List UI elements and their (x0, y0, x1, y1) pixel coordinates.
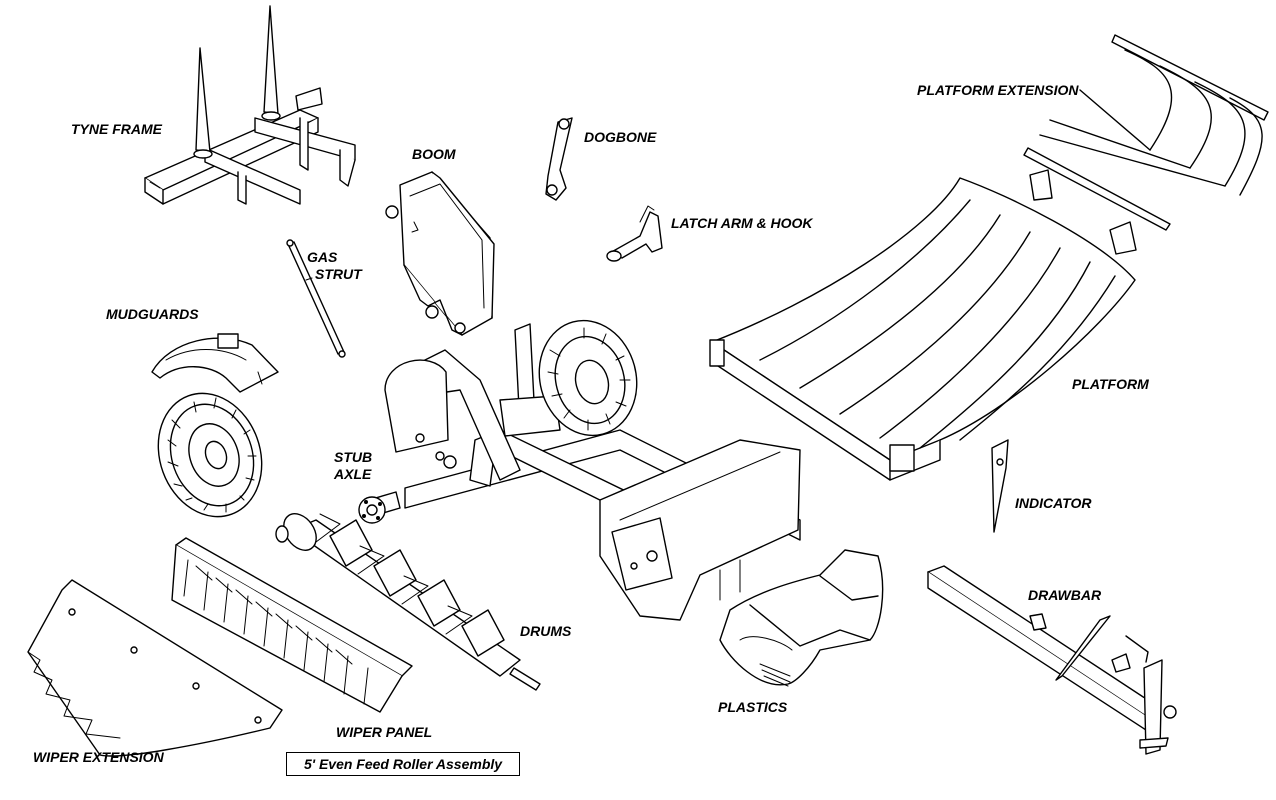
dogbone-part (545, 117, 573, 201)
label-mudguards: MUDGUARDS (106, 306, 199, 322)
stub-axle-part (358, 491, 401, 524)
platform-extension-part (1023, 34, 1269, 255)
label-stub-axle-line2: AXLE (334, 466, 372, 482)
chassis-part (384, 323, 801, 621)
label-latch-arm-hook: LATCH ARM & HOOK (671, 215, 813, 231)
label-gas-strut-line2: STRUT (315, 266, 362, 282)
label-dogbone: DOGBONE (584, 129, 657, 145)
label-wiper-extension: WIPER EXTENSION (33, 749, 164, 765)
platform-part (709, 177, 1136, 481)
latch-arm-hook-part (606, 205, 663, 262)
wiper-panel-part (171, 537, 413, 713)
label-tyne-frame: TYNE FRAME (71, 121, 162, 137)
left-wheel-part (157, 392, 263, 518)
label-drawbar: DRAWBAR (1028, 587, 1102, 603)
wiper-extension-part (27, 579, 283, 757)
label-gas-strut-line1: GAS (307, 249, 338, 265)
drums-part (275, 513, 541, 691)
gas-strut-part (286, 239, 346, 358)
label-plastics: PLASTICS (718, 699, 788, 715)
label-indicator: INDICATOR (1015, 495, 1092, 511)
tyne-frame-part (144, 5, 356, 205)
label-platform: PLATFORM (1072, 376, 1149, 392)
boom-part (385, 171, 495, 336)
label-platform-extension: PLATFORM EXTENSION (917, 82, 1079, 98)
plastics-part (719, 549, 884, 687)
label-boom: BOOM (412, 146, 456, 162)
label-wiper-panel: WIPER PANEL (336, 724, 433, 740)
mudguards-part (151, 333, 279, 393)
assembly-caption: 5' Even Feed Roller Assembly (286, 752, 520, 776)
label-drums: DRUMS (520, 623, 572, 639)
right-wheel-part (538, 319, 638, 437)
indicator-part (991, 439, 1009, 533)
label-stub-axle-line1: STUB (334, 449, 373, 465)
drawbar-part (927, 565, 1177, 755)
